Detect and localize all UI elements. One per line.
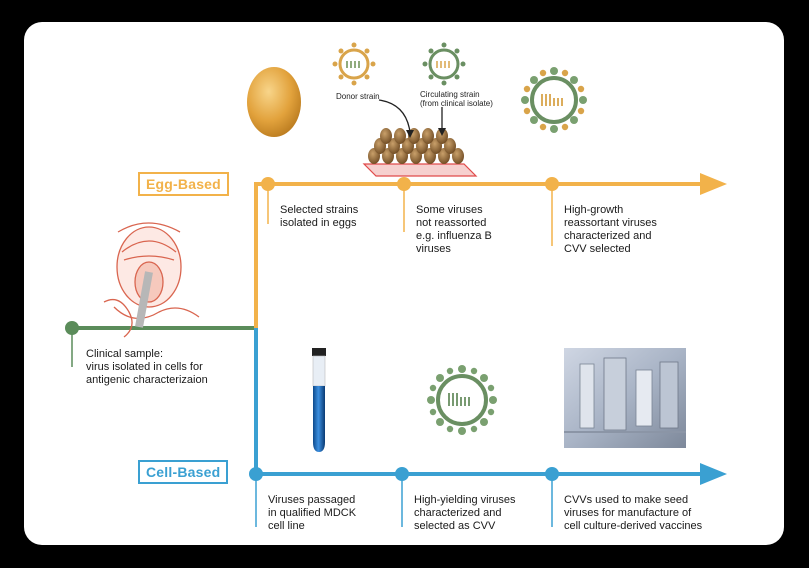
donor-virus-icon	[332, 42, 376, 86]
egg-step-1-label: Selected strains isolated in eggs	[280, 204, 359, 229]
timeline-graphic	[65, 42, 727, 527]
cell-step-3-label: CVVs used to make seed viruses for manuf…	[564, 494, 703, 532]
cell-dot-2	[395, 467, 409, 481]
egg-icon	[247, 67, 301, 137]
cell-virus-icon	[427, 365, 497, 435]
manufacturing-photo	[564, 348, 686, 448]
cell-based-badge: Cell-Based	[138, 460, 229, 484]
egg-arrow	[700, 173, 727, 195]
donor-arrow	[378, 99, 411, 133]
egg-dot-1	[261, 177, 275, 191]
diagram-card: Egg-Based Cell-Based Donor strain Circul…	[24, 22, 784, 545]
cell-step-2-label: High-yielding viruses characterized and …	[414, 494, 516, 532]
reassortant-virus-icon	[521, 67, 587, 133]
circulating-strain-label: Circulating strain (from clinical isolat…	[420, 90, 493, 108]
cell-arrow	[700, 463, 727, 485]
donor-strain-label: Donor strain	[336, 92, 380, 101]
egg-dot-3	[545, 177, 559, 191]
egg-tray-icon	[362, 128, 478, 177]
test-tube-icon	[312, 348, 326, 452]
clinical-dot	[65, 321, 79, 335]
egg-dot-2	[397, 177, 411, 191]
clinical-sample-label: Clinical sample: virus isolated in cells…	[86, 348, 208, 386]
egg-step-2-label: Some viruses not reassorted e.g. influen…	[416, 204, 492, 255]
egg-based-badge: Egg-Based	[138, 172, 229, 196]
cell-dot-3	[545, 467, 559, 481]
egg-step-3-label: High-growth reassortant viruses characte…	[564, 204, 657, 255]
cell-step-1-label: Viruses passaged in qualified MDCK cell …	[268, 494, 357, 532]
cell-dot-1	[249, 467, 263, 481]
mouth-swab-icon	[103, 222, 200, 338]
circulating-virus-icon	[422, 42, 466, 86]
